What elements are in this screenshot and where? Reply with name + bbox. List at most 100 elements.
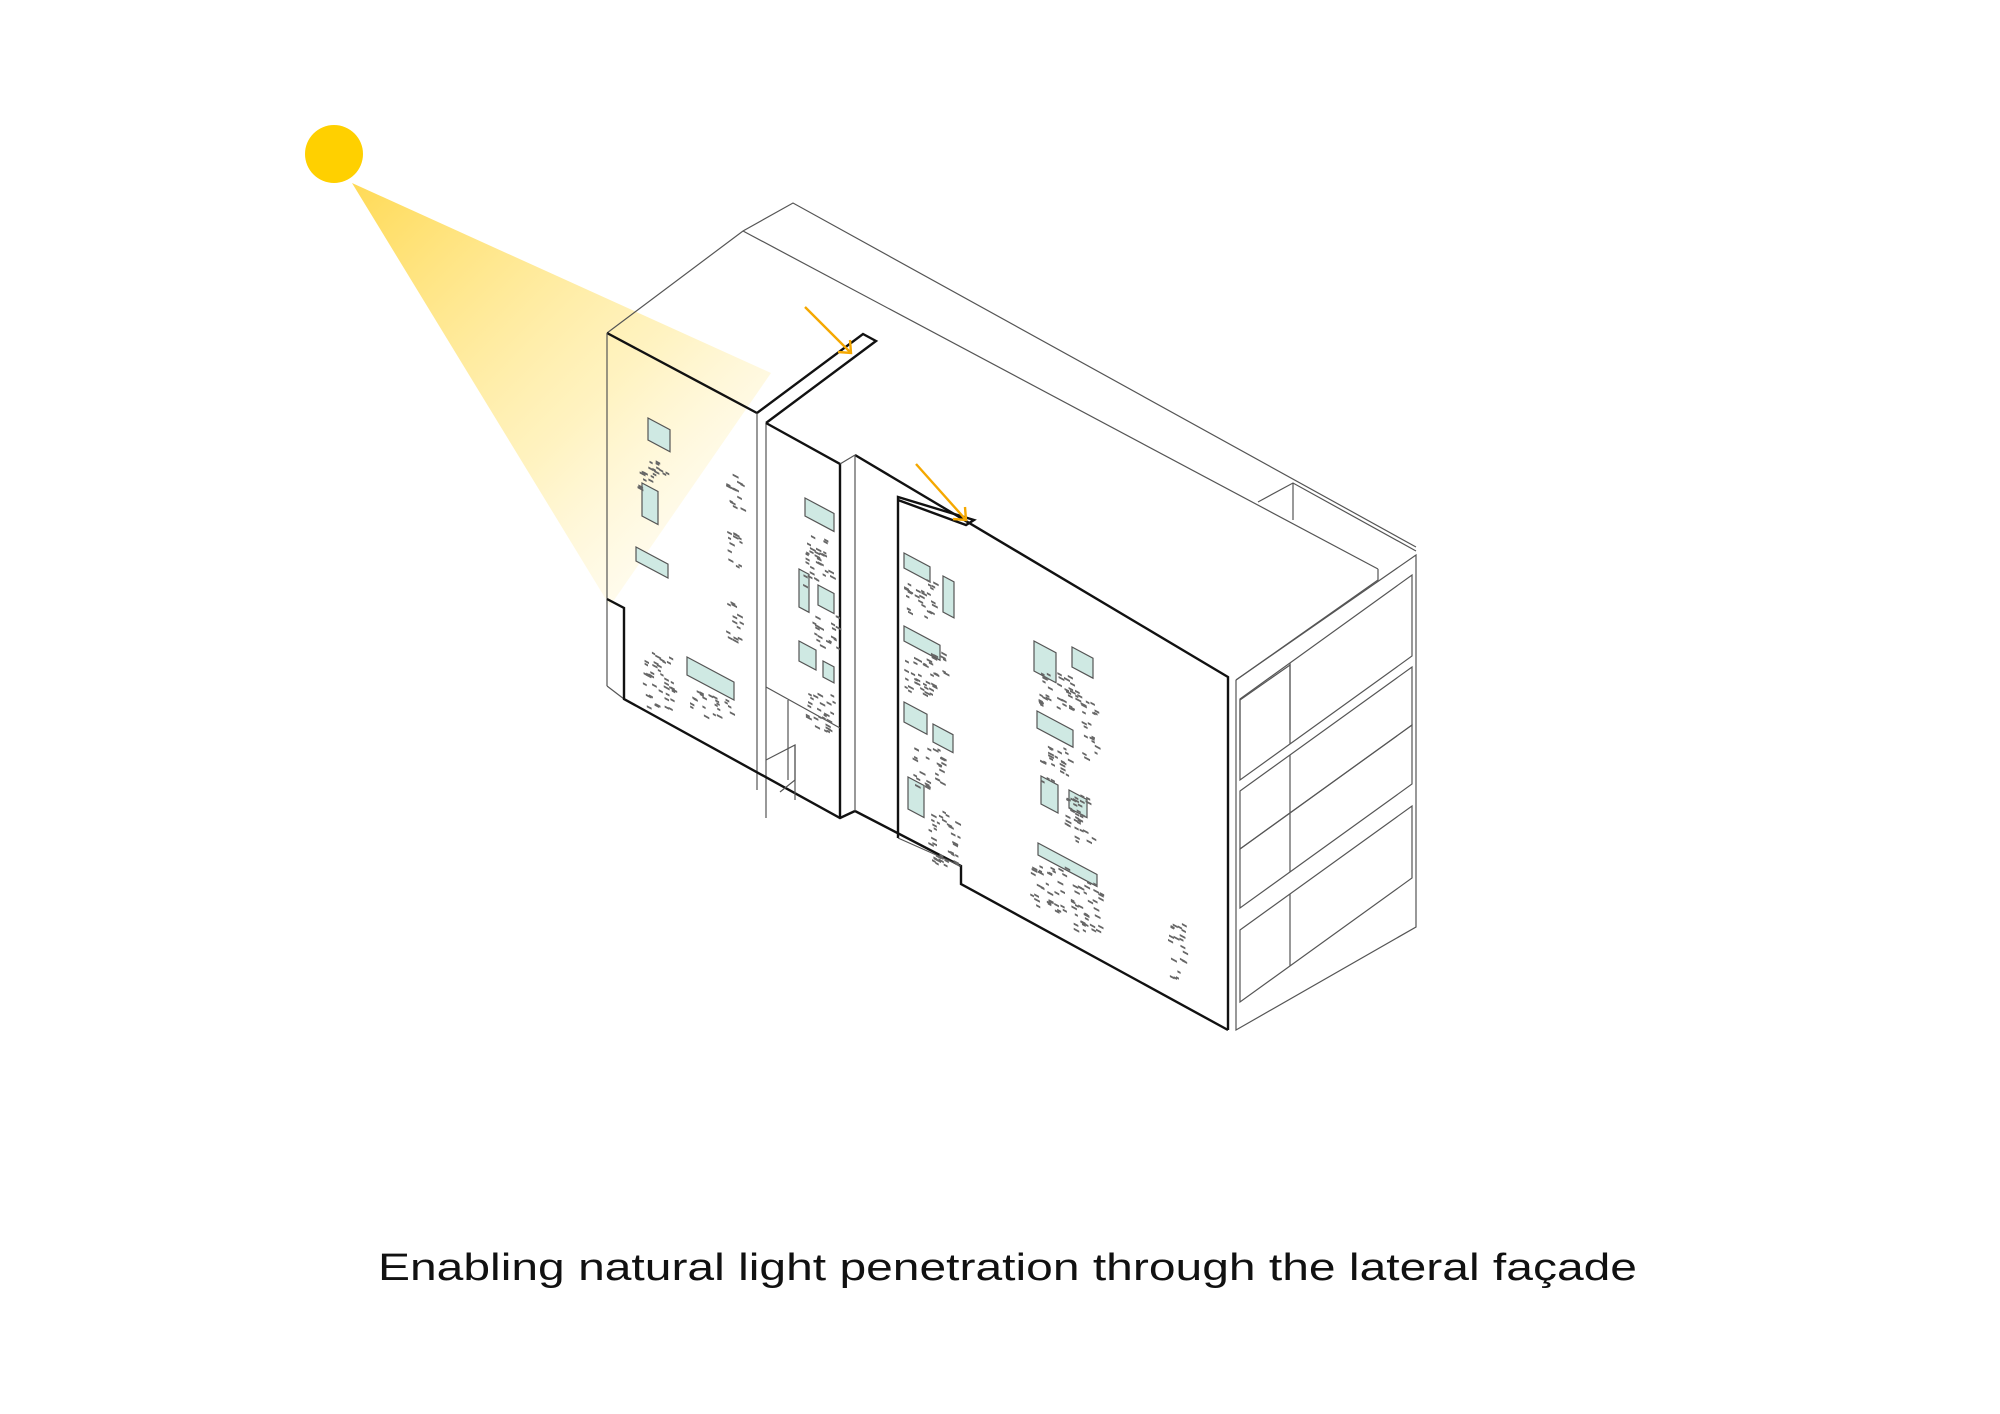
perforation xyxy=(1077,820,1081,825)
perforation xyxy=(703,714,710,720)
perforations xyxy=(637,460,1189,981)
perforation xyxy=(1060,769,1065,775)
perforation xyxy=(725,698,730,703)
perforation xyxy=(1078,904,1084,910)
perforation xyxy=(1077,803,1083,808)
perforation xyxy=(1074,826,1079,831)
perforation xyxy=(1170,957,1177,963)
lateral-facade xyxy=(606,331,1230,1032)
perforation xyxy=(914,681,918,685)
perforation xyxy=(905,677,909,682)
sun-icon xyxy=(305,125,363,183)
perforation xyxy=(1067,758,1074,764)
window xyxy=(907,776,925,819)
perforation xyxy=(1070,900,1076,905)
perforation xyxy=(654,703,660,709)
perforation xyxy=(1084,916,1089,922)
perforation xyxy=(929,687,934,692)
perforation xyxy=(1049,757,1054,762)
perforation xyxy=(1036,883,1040,888)
perforation xyxy=(807,704,812,709)
perforation xyxy=(727,549,732,554)
perforation xyxy=(1086,796,1091,801)
perforation xyxy=(824,538,829,543)
perforation xyxy=(928,828,933,833)
perforation xyxy=(1066,690,1072,696)
perforation xyxy=(662,472,667,477)
perforation xyxy=(724,701,728,705)
perforation xyxy=(946,823,953,828)
perforation xyxy=(922,692,928,698)
perforation xyxy=(665,692,670,697)
perforation xyxy=(737,636,743,642)
perforation xyxy=(1062,872,1068,878)
perforation xyxy=(658,689,663,694)
perforation xyxy=(805,560,810,565)
perforation xyxy=(1175,976,1179,980)
perforation xyxy=(931,813,937,819)
perforation xyxy=(914,755,918,760)
perforation xyxy=(1054,909,1060,914)
perforation xyxy=(1030,893,1034,898)
perforation xyxy=(955,854,959,858)
perforation xyxy=(817,707,822,712)
perforation xyxy=(1064,866,1071,872)
perforation xyxy=(910,671,916,677)
perforation xyxy=(1081,920,1086,925)
perforation xyxy=(919,770,926,776)
perforation xyxy=(836,646,840,651)
perforation xyxy=(1061,698,1067,704)
perforation xyxy=(952,842,958,848)
perforation xyxy=(702,696,707,701)
perforation xyxy=(1077,694,1083,699)
perforation xyxy=(1065,773,1070,777)
perforation xyxy=(904,668,909,674)
perforation xyxy=(708,693,713,699)
perforation xyxy=(933,581,939,587)
perforation xyxy=(822,573,826,578)
perforation xyxy=(1093,711,1098,716)
perforation xyxy=(805,715,812,721)
perforation xyxy=(1060,759,1065,764)
perforation xyxy=(715,699,720,704)
perforation xyxy=(648,466,654,472)
perforation xyxy=(650,474,655,479)
perforation xyxy=(1079,799,1085,805)
perforation xyxy=(828,639,832,644)
light-arrow-icon xyxy=(915,463,968,522)
perforation xyxy=(1089,923,1096,929)
perforation xyxy=(813,716,819,721)
perforation xyxy=(1075,694,1079,699)
perforation xyxy=(712,695,718,700)
perforation xyxy=(805,713,810,718)
perforation xyxy=(823,713,827,718)
perforation xyxy=(830,693,835,698)
windows xyxy=(635,417,1098,888)
perforation xyxy=(931,603,938,609)
perforation xyxy=(1173,935,1180,941)
perforation xyxy=(639,471,646,477)
perforation xyxy=(1057,880,1064,886)
perforation xyxy=(835,625,842,631)
perforation xyxy=(819,552,825,557)
perforation xyxy=(1045,882,1049,887)
perforation xyxy=(1062,702,1067,708)
perforation xyxy=(1179,933,1186,940)
perforation xyxy=(914,677,918,682)
perforation xyxy=(824,729,828,733)
perforation xyxy=(652,663,658,669)
perforation xyxy=(1092,711,1096,716)
perforation xyxy=(1050,778,1055,783)
perforation xyxy=(1048,751,1054,757)
window xyxy=(635,546,669,580)
perforation xyxy=(1091,739,1095,744)
perforation xyxy=(810,535,816,540)
perforation xyxy=(728,558,734,563)
perforation xyxy=(1073,802,1078,807)
perforation xyxy=(638,485,643,490)
perforation xyxy=(1068,686,1074,692)
perforation xyxy=(915,783,921,789)
window xyxy=(822,660,835,684)
window xyxy=(903,701,928,736)
